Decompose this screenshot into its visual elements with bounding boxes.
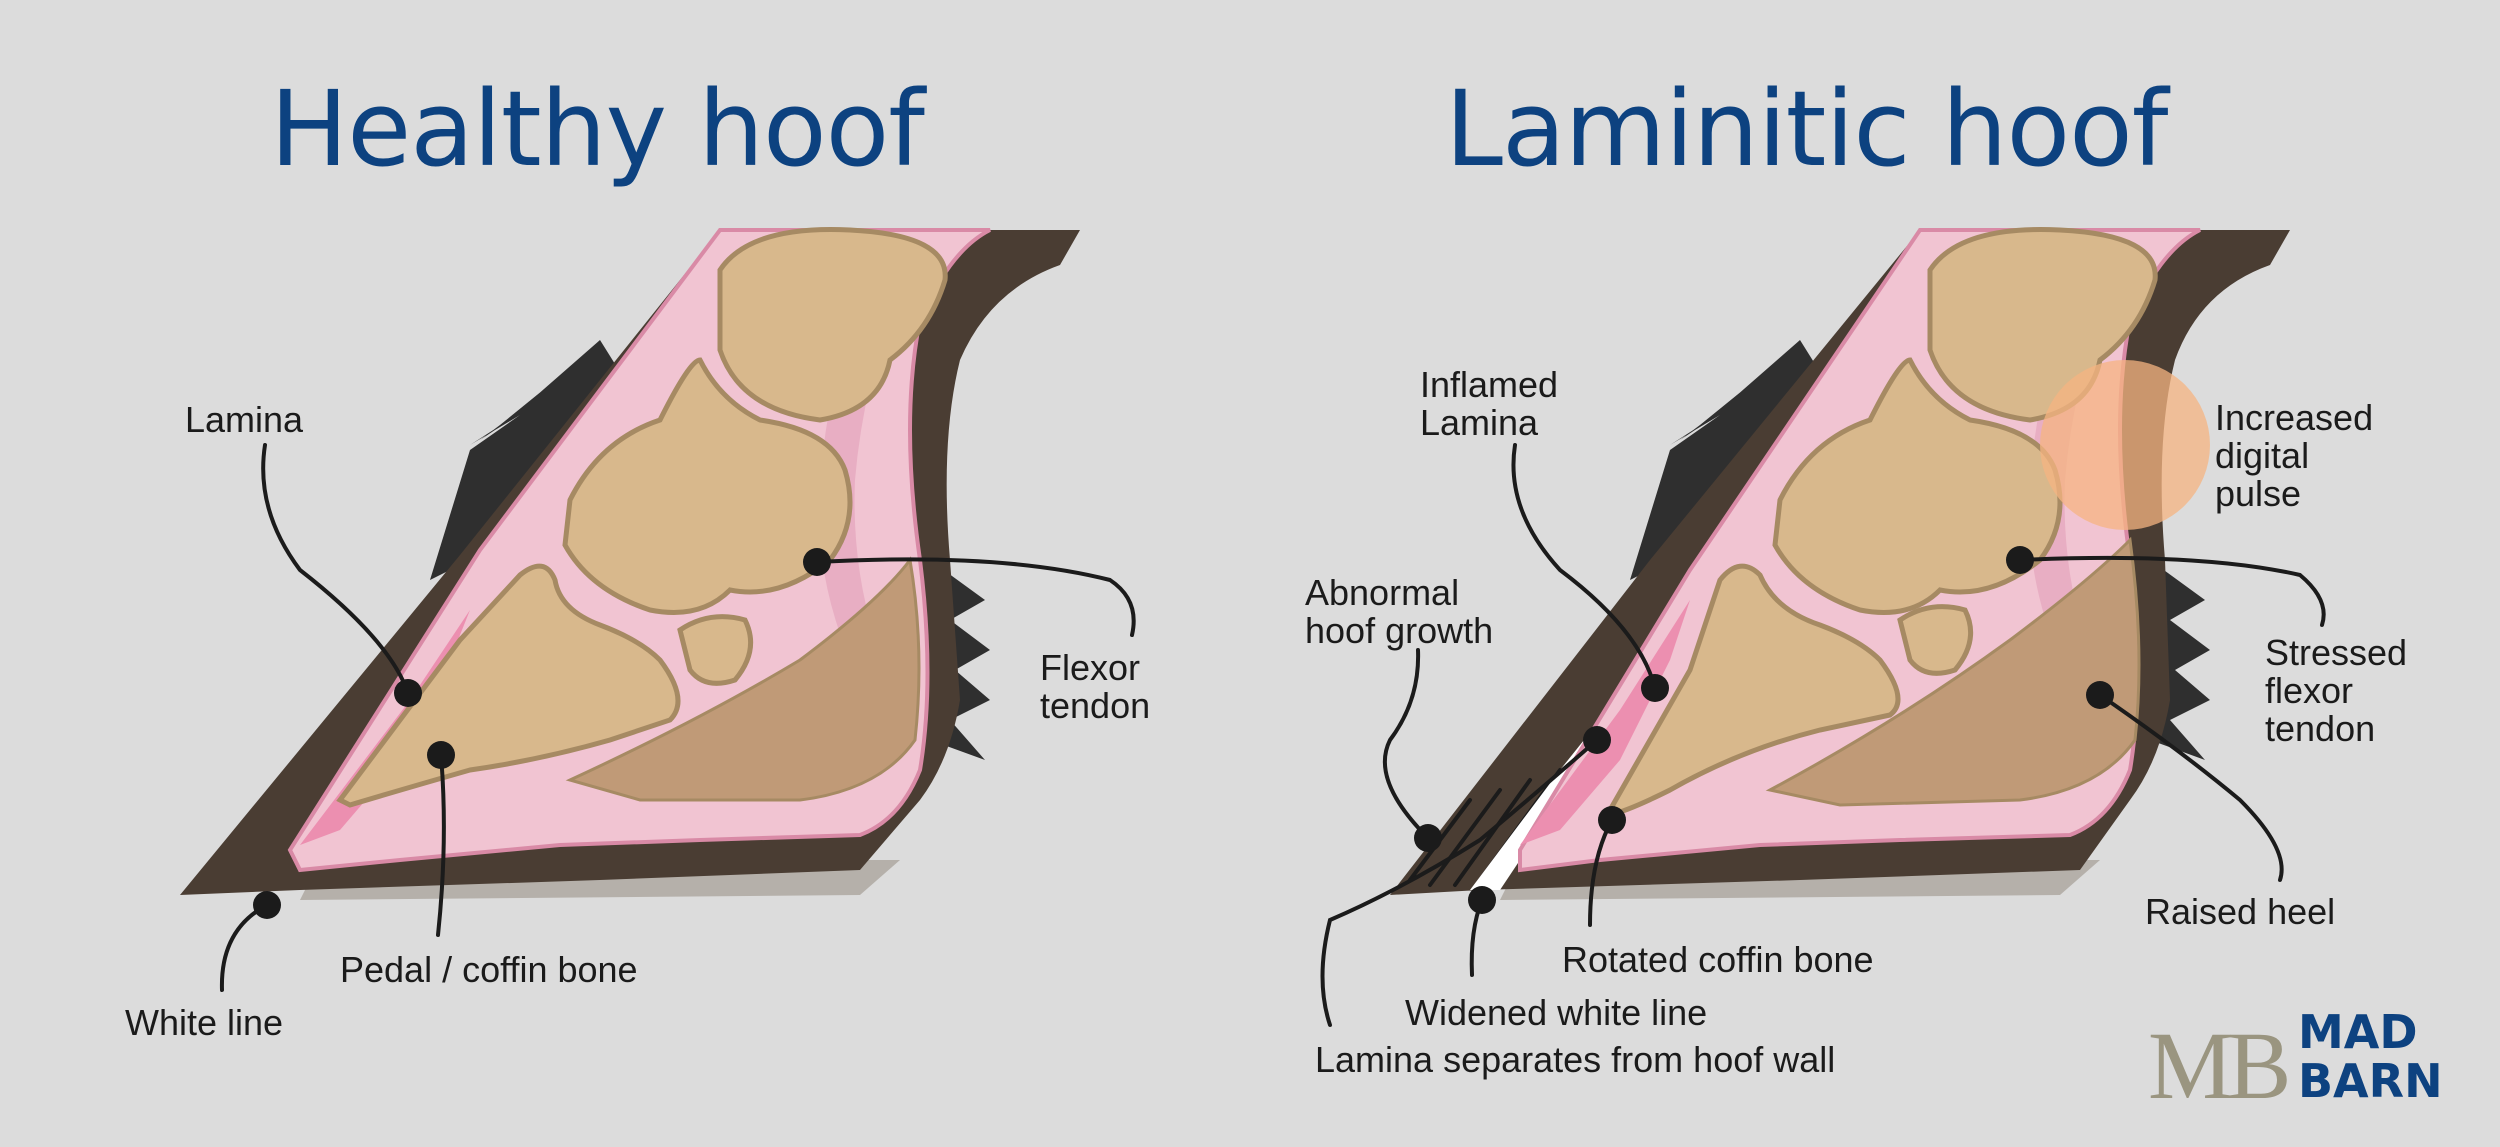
brand-line-2: BARN — [2298, 1054, 2443, 1108]
laminitic-hoof-illustration — [1390, 227, 2290, 900]
pedal-dot — [427, 741, 455, 769]
rotated-dot — [1598, 806, 1626, 834]
flexor-leader — [815, 557, 1136, 637]
label-widened-white-line: Widened white line — [1405, 992, 1707, 1033]
label-lamina-separates: Lamina separates from hoof wall — [1315, 1039, 1835, 1080]
label-raised-heel: Raised heel — [2145, 891, 2335, 932]
separates-leader — [1320, 738, 1599, 1027]
mad-barn-logo: MB MAD BARN — [2148, 1005, 2443, 1119]
label-abnormal-2: hoof growth — [1305, 610, 1493, 651]
inflamed-lamina-leader — [1511, 443, 1657, 690]
label-inflamed-1: Inflamed — [1420, 364, 1558, 405]
rotated-coffin-bone — [1607, 563, 1901, 819]
laminitic-navicular-bone — [1897, 604, 1974, 676]
healthy-hoof-illustration — [180, 227, 1080, 900]
brand-line-1: MAD — [2298, 1005, 2418, 1059]
healthy-long-pastern-bone — [717, 227, 948, 423]
pedal-leader — [436, 753, 446, 937]
healthy-coffin-bone — [336, 563, 681, 808]
raised-heel-leader — [2098, 693, 2284, 882]
raised-heel-dot — [2086, 681, 2114, 709]
healthy-short-pastern-bone — [562, 357, 853, 615]
laminitic-digital-cushion — [1765, 536, 2141, 807]
label-flexor-1: Flexor — [1040, 647, 1140, 688]
label-rotated-coffin-bone: Rotated coffin bone — [1562, 939, 1874, 980]
label-lamina: Lamina — [185, 399, 304, 440]
laminitic-hoof-title: Laminitic hoof — [1445, 68, 2171, 190]
label-pulse-3: pulse — [2215, 473, 2301, 514]
laminitic-leader-lines — [1320, 443, 2326, 1027]
label-pedal-coffin-bone: Pedal / coffin bone — [340, 949, 638, 990]
label-pulse-2: digital — [2215, 435, 2309, 476]
healthy-hoof-title: Healthy hoof — [270, 68, 927, 190]
flexor-dot — [803, 548, 831, 576]
lamina-dot — [394, 679, 422, 707]
stressed-dot — [2006, 546, 2034, 574]
separates-dot — [1583, 726, 1611, 754]
brand-monogram: MB — [2148, 1012, 2287, 1119]
label-stressed-3: tendon — [2265, 708, 2375, 749]
lamina-leader — [261, 443, 410, 695]
label-stressed-2: flexor — [2265, 670, 2353, 711]
abnormal-growth-leader — [1382, 648, 1430, 840]
label-stressed-1: Stressed — [2265, 632, 2407, 673]
white-line-leader — [219, 903, 269, 992]
widened-white-line — [1470, 720, 1600, 890]
white-line-dot — [253, 891, 281, 919]
healthy-leader-lines — [219, 443, 1136, 992]
abnormal-growth-dot — [1414, 824, 1442, 852]
digital-pulse-highlight — [2040, 360, 2210, 530]
label-flexor-2: tendon — [1040, 685, 1150, 726]
widened-dot — [1468, 886, 1496, 914]
healthy-navicular-bone — [677, 614, 754, 686]
laminitic-long-pastern-bone — [1927, 227, 2158, 423]
label-inflamed-2: Lamina — [1420, 402, 1539, 443]
label-abnormal-1: Abnormal — [1305, 572, 1459, 613]
label-white-line: White line — [125, 1002, 283, 1043]
stressed-leader — [2018, 555, 2326, 627]
inflamed-lamina-dot — [1641, 674, 1669, 702]
label-pulse-1: Increased — [2215, 397, 2373, 438]
